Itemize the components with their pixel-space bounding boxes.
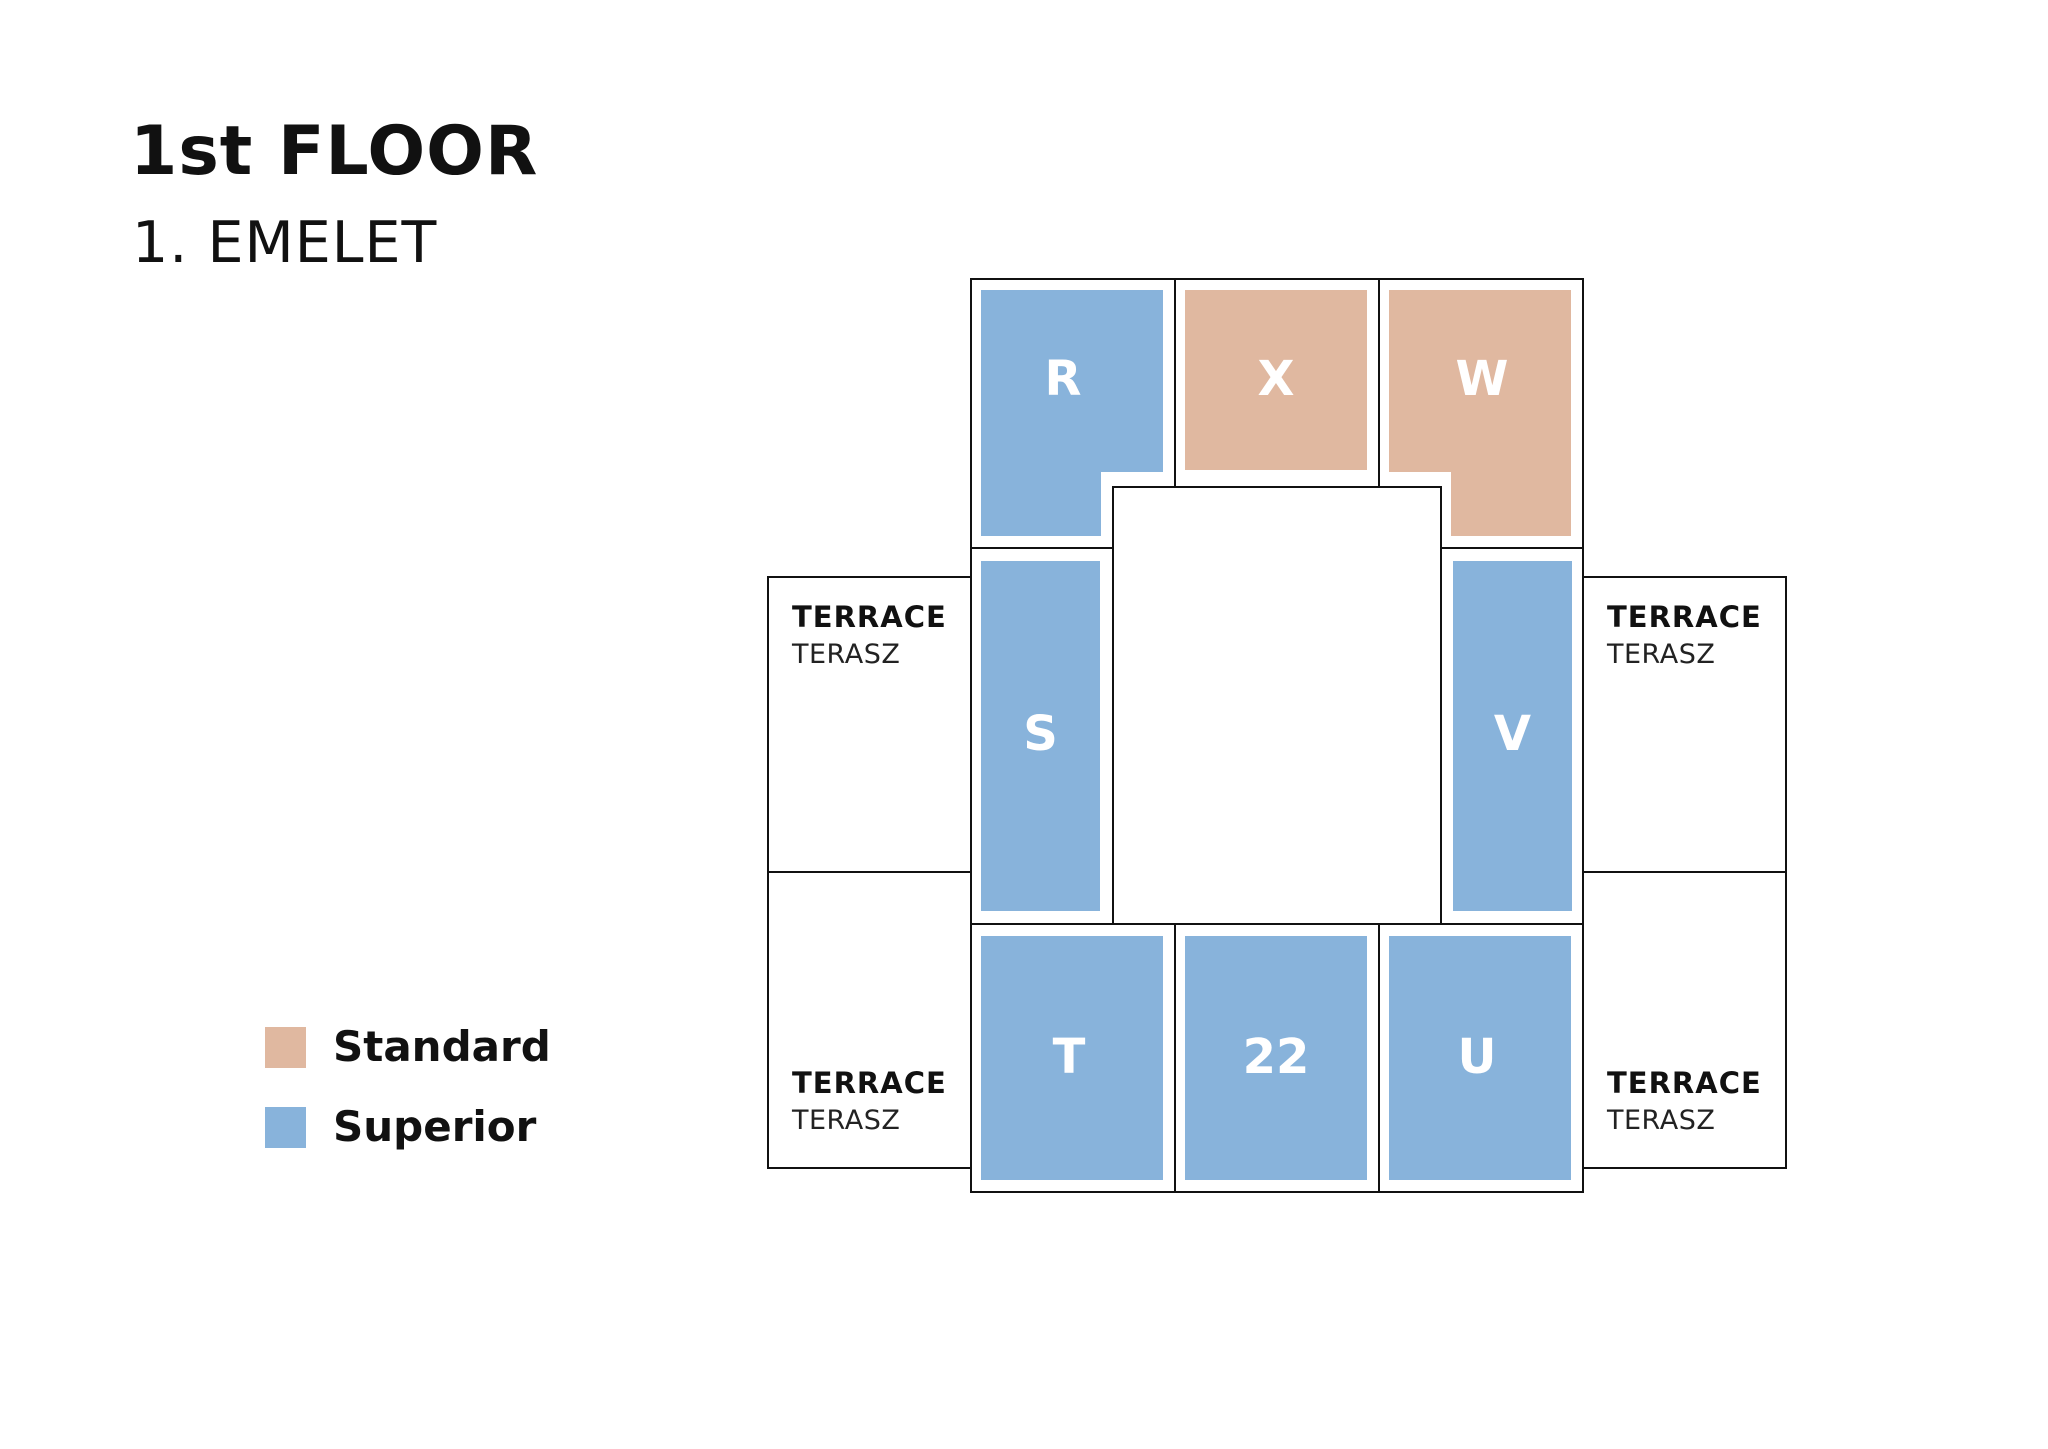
page-subtitle: 1. EMELET	[132, 210, 438, 276]
room-x[interactable]	[1185, 290, 1367, 470]
room-s[interactable]	[981, 561, 1100, 911]
legend-label-standard: Standard	[333, 1022, 551, 1071]
room-s-label: S	[1023, 706, 1058, 762]
room-w[interactable]	[1389, 290, 1571, 536]
terrace-right-divider	[1582, 871, 1787, 873]
terrace-label-left-bottom: TERRACE TERASZ	[792, 1066, 947, 1136]
room-v-label: V	[1493, 706, 1532, 762]
room-r-label: R	[1044, 351, 1082, 407]
room-x-label: X	[1257, 351, 1295, 407]
terrace-label-en: TERRACE	[1607, 1066, 1762, 1100]
courtyard	[1112, 486, 1442, 925]
legend-label-superior: Superior	[333, 1102, 537, 1151]
room-t-label: T	[1052, 1029, 1086, 1085]
terrace-label-en: TERRACE	[792, 600, 947, 634]
terrace-label-hu: TERASZ	[792, 639, 901, 670]
terrace-left-divider	[767, 871, 972, 873]
terrace-label-hu: TERASZ	[1607, 1105, 1716, 1136]
terrace-label-en: TERRACE	[1607, 600, 1762, 634]
terrace-label-hu: TERASZ	[1607, 639, 1716, 670]
room-t[interactable]	[981, 936, 1163, 1180]
room-v[interactable]	[1453, 561, 1572, 911]
room-r[interactable]	[981, 290, 1163, 536]
legend-swatch-standard	[265, 1027, 306, 1068]
terrace-label-en: TERRACE	[792, 1066, 947, 1100]
room-22-label: 22	[1242, 1029, 1310, 1085]
legend-swatch-superior	[265, 1107, 306, 1148]
terrace-label-right-top: TERRACE TERASZ	[1607, 600, 1762, 670]
terrace-label-hu: TERASZ	[792, 1105, 901, 1136]
room-u[interactable]	[1389, 936, 1571, 1180]
room-w-label: W	[1455, 351, 1509, 407]
room-u-label: U	[1457, 1029, 1497, 1085]
terrace-label-left-top: TERRACE TERASZ	[792, 600, 947, 670]
terrace-label-right-bottom: TERRACE TERASZ	[1607, 1066, 1762, 1136]
room-22[interactable]	[1185, 936, 1367, 1180]
page-title: 1st FLOOR	[130, 112, 539, 191]
